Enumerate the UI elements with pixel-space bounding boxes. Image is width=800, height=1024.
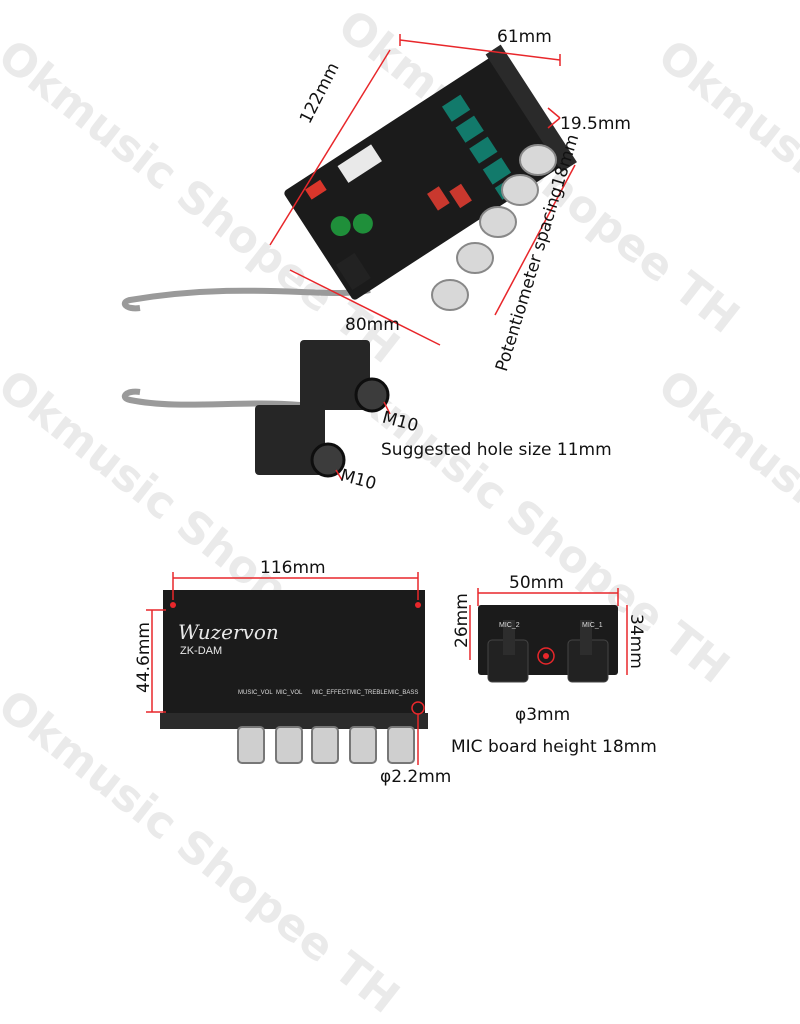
- teal-pot: [469, 136, 498, 164]
- knob: [456, 242, 494, 274]
- mic-connector: [580, 620, 592, 655]
- knob: [501, 174, 539, 206]
- red-chip: [427, 186, 450, 211]
- dim-50mm: 50mm: [509, 573, 564, 593]
- bluetooth-chip: [337, 144, 382, 183]
- dim-34mm: 34mm: [626, 614, 646, 669]
- knob: [387, 726, 415, 764]
- knob-label-mic-effect: MIC_EFFECT: [312, 690, 350, 696]
- knob-label-music-vol: MUSIC_VOL: [238, 690, 273, 696]
- mic-board-illustration: [469, 588, 628, 683]
- knobs: [431, 144, 557, 311]
- front-metal-bar: [160, 713, 428, 729]
- knob: [431, 279, 469, 311]
- cable: [121, 388, 301, 408]
- mic-connector: [503, 620, 515, 655]
- m10-pointer: [335, 469, 343, 481]
- jack-socket: [310, 442, 346, 478]
- jack-socket: [354, 377, 390, 413]
- dim-116mm: 116mm: [260, 558, 326, 578]
- dim-61mm: 61mm: [497, 27, 552, 47]
- mic-board-height-note: MIC board height 18mm: [451, 737, 657, 757]
- corner-hole: [170, 602, 176, 608]
- pcb-board: [284, 52, 571, 300]
- red-switch: [305, 179, 327, 200]
- knob: [479, 206, 517, 238]
- front-pcb: [163, 590, 425, 725]
- dim-19-5mm: 19.5mm: [560, 114, 631, 134]
- model-text: ZK-DAM: [180, 645, 223, 657]
- m10-pointer: [383, 401, 391, 415]
- dim-line-19-5mm: [547, 107, 561, 119]
- mic-label-1: MIC_1: [582, 622, 603, 629]
- capacitor: [352, 213, 373, 234]
- dim-line-19-5mm: [547, 117, 561, 129]
- dim-line-122mm: [269, 49, 391, 246]
- dim-line-61mm: [399, 39, 561, 61]
- knob-label-mic-vol: MIC_VOL: [276, 690, 303, 696]
- teal-pot: [455, 115, 484, 143]
- brand-logo: Wuzervon: [178, 620, 279, 644]
- teal-pot: [482, 157, 512, 185]
- knob: [349, 726, 377, 764]
- teal-pot: [441, 94, 471, 122]
- metal-panel: [485, 44, 577, 172]
- dim-80mm: 80mm: [345, 315, 400, 335]
- mic-label-2: MIC_2: [499, 622, 520, 629]
- mic-mount-hole-center: [543, 653, 549, 659]
- jack-body: [300, 340, 370, 410]
- knob: [275, 726, 303, 764]
- jack-body: [255, 405, 325, 475]
- connector: [336, 252, 371, 291]
- hole-3mm: φ3mm: [515, 705, 571, 725]
- jack-illustration: [255, 340, 391, 481]
- hole-size-note: Suggested hole size 11mm: [381, 440, 612, 460]
- knob: [519, 144, 557, 176]
- knob-label-mic-bass: MIC_BASS: [388, 690, 419, 696]
- mic-mount-hole: [537, 647, 555, 665]
- top-board-illustration: [121, 34, 577, 408]
- dim-26mm: 26mm: [452, 593, 472, 648]
- front-panel-illustration: [146, 572, 428, 765]
- hole-2-2mm: φ2.2mm: [380, 767, 452, 787]
- red-chip: [449, 183, 472, 209]
- front-knobs: [237, 726, 415, 764]
- capacitor: [330, 216, 351, 237]
- knob: [311, 726, 339, 764]
- knob-label-mic-treble: MIC_TREBLE: [350, 690, 388, 696]
- knob: [237, 726, 265, 764]
- corner-hole: [415, 602, 421, 608]
- dim-line-spacing: [494, 164, 576, 316]
- dim-line-80mm: [289, 269, 441, 346]
